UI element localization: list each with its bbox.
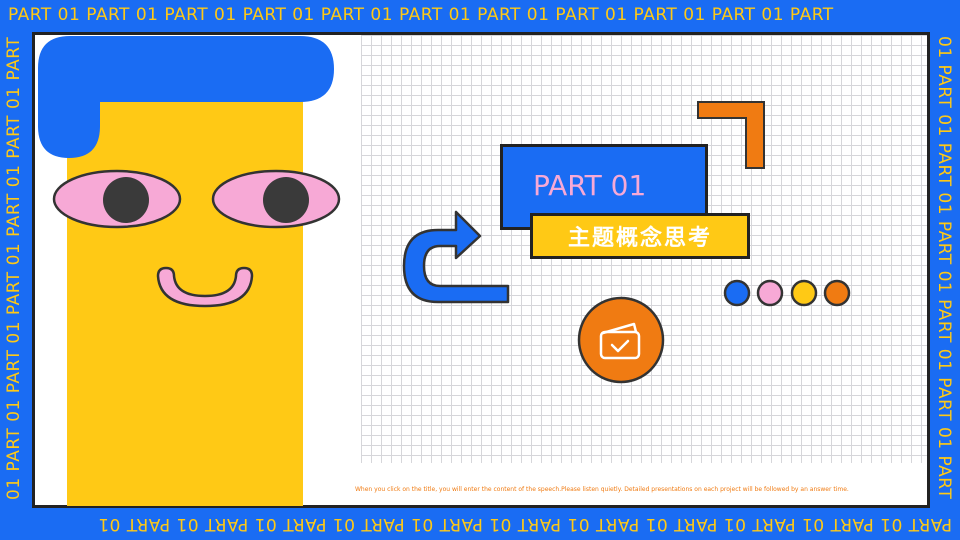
caption-text: When you click on the title, you will en… — [355, 486, 849, 493]
icon-circle — [577, 296, 665, 384]
border-text-top: PART 01 PART 01 PART 01 PART 01 PART 01 … — [8, 5, 834, 25]
corner-bracket-icon — [697, 101, 765, 169]
character-body — [67, 60, 303, 506]
dot-yellow — [790, 279, 818, 307]
subtitle-text: 主题概念思考 — [567, 225, 712, 251]
wallet-check-icon — [599, 322, 641, 360]
redo-arrow-icon — [402, 210, 510, 304]
character-hair — [38, 36, 334, 158]
dot-orange — [823, 279, 851, 307]
dot-pink — [756, 279, 784, 307]
left-pupil — [103, 177, 149, 223]
part-title: PART 01 — [533, 169, 647, 202]
dot-blue — [723, 279, 751, 307]
right-pupil — [263, 177, 309, 223]
subtitle-box[interactable]: 主题概念思考 — [530, 213, 750, 259]
smile — [156, 266, 254, 308]
